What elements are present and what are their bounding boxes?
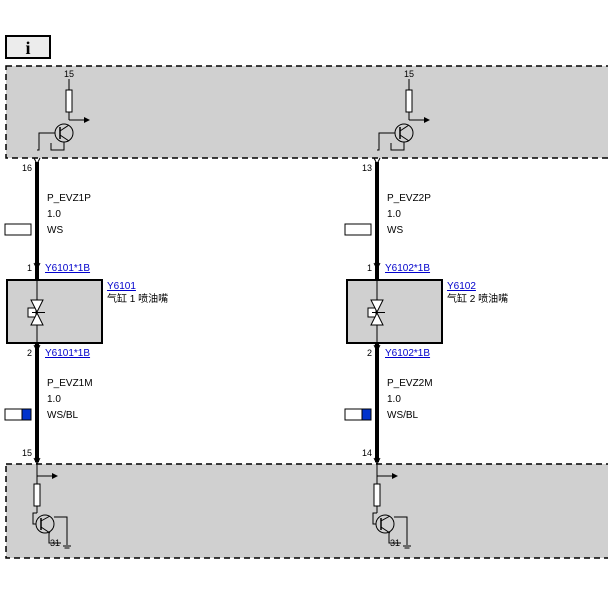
supply-terminal-label: 15 <box>64 69 74 79</box>
upper-wire-color: WS <box>47 225 63 236</box>
ground-link <box>48 533 61 544</box>
transistor-collector <box>380 515 391 522</box>
supply-terminal-label: 15 <box>404 69 414 79</box>
component-ref-link[interactable]: Y6101 <box>107 281 136 292</box>
fuse-icon <box>65 89 73 113</box>
lower-wire-signal: P_EVZ1M <box>47 378 93 389</box>
transistor-icon <box>35 514 55 534</box>
ground-link <box>388 533 401 544</box>
info-button[interactable]: i <box>5 35 51 59</box>
upper-wire-signal: P_EVZ1P <box>47 193 91 204</box>
connector-top-chevron-icon <box>373 262 381 271</box>
info-icon: i <box>25 38 30 58</box>
transistor-feedback <box>50 142 65 151</box>
transistor-collector <box>399 124 410 132</box>
bottom-module <box>5 463 608 559</box>
transistor-emitter <box>59 134 70 142</box>
connector-top-pin: 1 <box>27 263 32 273</box>
wire-stripe-blue-icon <box>361 408 372 421</box>
upper-wire-color: WS <box>387 225 403 236</box>
transistor-emitter <box>380 526 391 534</box>
connector-top-pin: 1 <box>367 263 372 273</box>
component-name: 气缸 2 喷油嘴 <box>447 292 508 305</box>
component-ref-link[interactable]: Y6102 <box>447 281 476 292</box>
top-module <box>5 65 608 159</box>
ground-terminal-label: 31 <box>390 538 400 548</box>
transistor-link <box>377 132 395 151</box>
connector-top-link[interactable]: Y6102*1B <box>385 263 430 274</box>
connector-bottom-pin: 2 <box>27 348 32 358</box>
connector-bottom-link[interactable]: Y6101*1B <box>45 348 90 359</box>
connector-bottom-link[interactable]: Y6102*1B <box>385 348 430 359</box>
lower-wire-color: WS/BL <box>47 410 79 421</box>
shunt-resistor-icon <box>373 483 381 507</box>
transistor-gate-link <box>372 512 377 525</box>
transistor-collector <box>40 515 51 522</box>
wire-color-swatch-icon <box>344 223 372 236</box>
lower-wire-color: WS/BL <box>387 410 419 421</box>
shunt-resistor-icon <box>33 483 41 507</box>
top-module-box <box>5 65 608 159</box>
top-pin-number: 13 <box>362 163 372 173</box>
connector-bottom-pin: 2 <box>367 348 372 358</box>
valve-bottom-icon <box>30 311 44 326</box>
valve-bottom-icon <box>370 311 384 326</box>
transistor-emitter <box>40 526 51 534</box>
upper-wire-signal: P_EVZ2P <box>387 193 431 204</box>
transistor-icon <box>54 123 74 143</box>
bottom-pin-number: 14 <box>362 448 372 458</box>
valve-top-icon <box>370 299 384 314</box>
drain-link <box>394 516 408 545</box>
transistor-icon <box>394 123 414 143</box>
top-pin-number: 16 <box>22 163 32 173</box>
upper-wire-size: 1.0 <box>387 209 401 220</box>
fuse-icon <box>405 89 413 113</box>
connector-top-chevron-icon <box>33 262 41 271</box>
ground-terminal-label: 31 <box>50 538 60 548</box>
bottom-pin-number: 15 <box>22 448 32 458</box>
injector-component-box <box>6 279 103 344</box>
valve-top-icon <box>30 299 44 314</box>
wire-color-swatch-icon <box>4 223 32 236</box>
component-name: 气缸 1 喷油嘴 <box>107 292 168 305</box>
transistor-icon <box>375 514 395 534</box>
transistor-link <box>37 132 55 151</box>
injector-component-box <box>346 279 443 344</box>
lower-wire-size: 1.0 <box>387 394 401 405</box>
wire-stripe-blue-icon <box>21 408 32 421</box>
transistor-gate-link <box>32 512 37 525</box>
transistor-collector <box>59 124 70 132</box>
transistor-feedback <box>390 142 405 151</box>
transistor-emitter <box>399 134 410 142</box>
drain-link <box>54 516 68 545</box>
lower-wire-size: 1.0 <box>47 394 61 405</box>
bottom-module-box <box>5 463 608 559</box>
lower-wire-signal: P_EVZ2M <box>387 378 433 389</box>
upper-wire-size: 1.0 <box>47 209 61 220</box>
connector-top-link[interactable]: Y6101*1B <box>45 263 90 274</box>
